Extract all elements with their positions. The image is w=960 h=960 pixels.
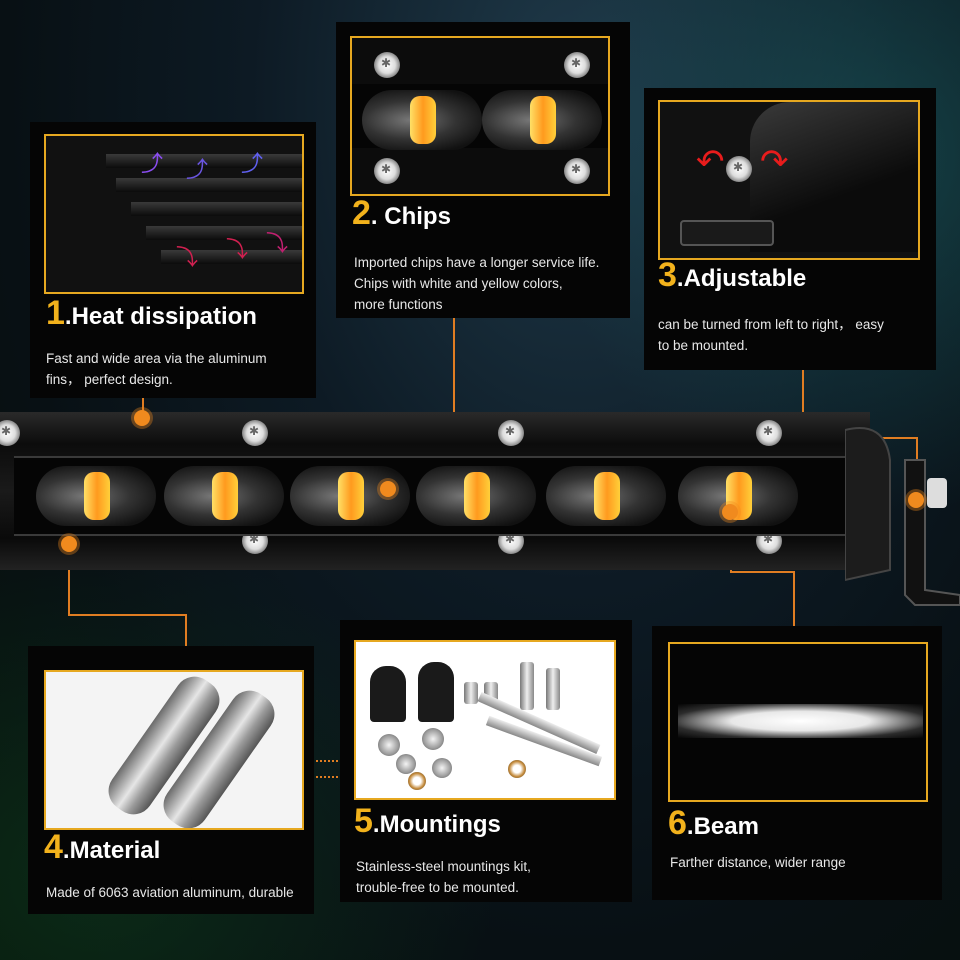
screw-icon xyxy=(242,420,268,446)
heat-dissipation-image: ⤴ ⤴ ⤴ ⤵ ⤵ ⤵ xyxy=(44,134,304,294)
l-bracket xyxy=(370,666,406,722)
chips-image xyxy=(350,36,610,196)
feature-title-material: 4.Material xyxy=(44,828,161,866)
screw-icon xyxy=(726,156,752,182)
chip-core xyxy=(530,96,556,144)
screw-icon xyxy=(498,420,524,446)
bolt xyxy=(520,662,534,710)
connector-line-6b xyxy=(730,571,794,573)
callout-dot-3 xyxy=(908,492,924,508)
spring-washer xyxy=(508,760,526,778)
washer xyxy=(396,754,416,774)
airflow-arrow-icon: ⤴ xyxy=(141,152,164,177)
light-beam xyxy=(678,704,923,738)
feature-title-mountings: 5.Mountings xyxy=(354,802,501,840)
feature-desc-heat-dissipation: Fast and wide area via the aluminum fins… xyxy=(46,351,267,387)
callout-dot-2 xyxy=(380,481,396,497)
chip-lens xyxy=(416,466,536,526)
airflow-arrow-icon: ⤴ xyxy=(241,152,264,177)
chip-lens xyxy=(362,90,482,150)
spring-washer xyxy=(408,772,426,790)
connector-line-4b xyxy=(68,614,186,616)
chip-lens xyxy=(678,466,798,526)
airflow-arrow-icon: ⤵ xyxy=(176,246,199,271)
feature-panel-material: 4.Material Made of 6063 aviation aluminu… xyxy=(28,646,314,914)
adjustable-image: ↶ ↷ xyxy=(658,100,920,260)
lens-window xyxy=(14,456,864,536)
dotted-link-4-5b xyxy=(312,776,342,778)
bar-end-cap xyxy=(750,102,918,252)
l-bracket xyxy=(418,662,454,722)
chip-lens xyxy=(164,466,284,526)
chip-core xyxy=(84,472,110,520)
connector-line-2a xyxy=(453,300,455,490)
callout-dot-6 xyxy=(722,504,738,520)
screw-icon xyxy=(564,52,590,78)
chip-core xyxy=(464,472,490,520)
feature-desc-chips: Imported chips have a longer service lif… xyxy=(354,255,600,312)
mount-bracket xyxy=(680,220,774,246)
connector-line-3a xyxy=(802,360,804,438)
rotate-left-arrow-icon: ↶ xyxy=(696,142,725,182)
side-mount-bracket xyxy=(845,427,960,606)
bolt xyxy=(464,682,478,704)
material-image xyxy=(44,670,304,830)
dotted-link-4-5a xyxy=(312,760,342,762)
nut xyxy=(422,728,444,750)
led-light-bar xyxy=(0,412,870,570)
chip-lens xyxy=(36,466,156,526)
screw-icon xyxy=(374,52,400,78)
chip-lens xyxy=(290,466,410,526)
callout-dot-1 xyxy=(134,410,150,426)
washer xyxy=(432,758,452,778)
feature-panel-chips: 2. Chips Imported chips have a longer se… xyxy=(336,22,630,318)
screw-icon xyxy=(756,420,782,446)
feature-title-heat-dissipation: 1.Heat dissipation xyxy=(46,294,257,332)
bolt xyxy=(546,668,560,710)
chip-lens xyxy=(482,90,602,150)
airflow-arrow-icon: ⤵ xyxy=(266,232,289,257)
connector-line-4c xyxy=(185,614,187,660)
feature-desc-adjustable: can be turned from left to right， easy t… xyxy=(658,317,884,353)
feature-title-beam: 6.Beam xyxy=(668,804,759,842)
feature-panel-adjustable: ↶ ↷ 3.Adjustable can be turned from left… xyxy=(644,88,936,370)
airflow-arrow-icon: ⤵ xyxy=(226,238,249,263)
chip-core xyxy=(338,472,364,520)
callout-dot-4 xyxy=(61,536,77,552)
connector-line-4a xyxy=(68,545,70,615)
beam-image xyxy=(668,642,928,802)
chip-core xyxy=(212,472,238,520)
screw-icon xyxy=(0,420,20,446)
chip-core xyxy=(410,96,436,144)
nut xyxy=(378,734,400,756)
feature-desc-beam: Farther distance, wider range xyxy=(670,855,846,870)
feature-desc-material: Made of 6063 aviation aluminum, durable xyxy=(46,885,294,900)
screw-icon xyxy=(374,158,400,184)
airflow-arrow-icon: ⤴ xyxy=(186,158,209,183)
feature-title-chips: 2. Chips xyxy=(352,194,451,232)
feature-desc-mountings: Stainless-steel mountings kit, trouble-f… xyxy=(356,859,531,895)
chip-core xyxy=(594,472,620,520)
feature-panel-beam: 6.Beam Farther distance, wider range xyxy=(652,626,942,900)
rotate-right-arrow-icon: ↷ xyxy=(760,142,789,182)
connector-line-6c xyxy=(793,571,795,629)
screw-icon xyxy=(564,158,590,184)
feature-panel-mountings: 5.Mountings Stainless-steel mountings ki… xyxy=(340,620,632,902)
connector-line-1 xyxy=(142,390,144,418)
feature-title-adjustable: 3.Adjustable xyxy=(658,256,807,294)
chip-lens xyxy=(546,466,666,526)
feature-panel-heat-dissipation: ⤴ ⤴ ⤴ ⤵ ⤵ ⤵ 1.Heat dissipation Fast and … xyxy=(30,122,316,398)
mountings-image xyxy=(354,640,616,800)
